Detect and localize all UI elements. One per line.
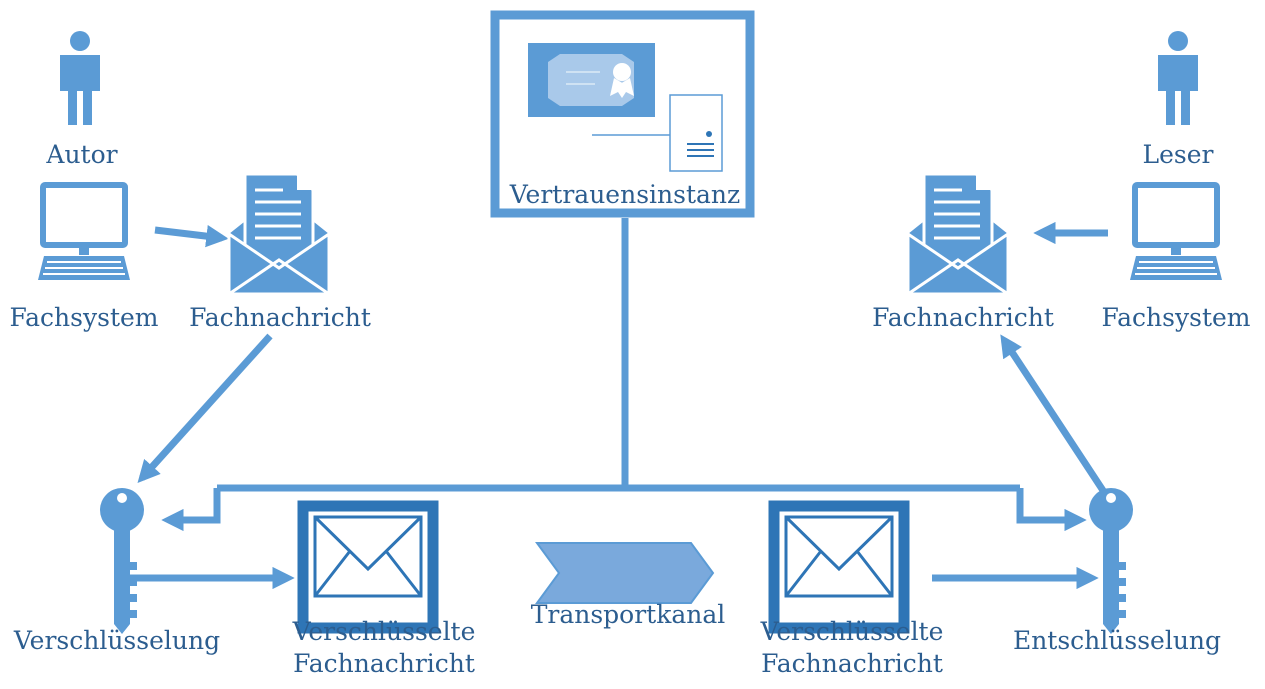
closed-envelope-icon: [303, 506, 433, 628]
certificate-icon: [528, 43, 723, 172]
computer-icon: [1130, 185, 1222, 280]
fachnachricht-right-node: Fachnachricht: [872, 172, 1054, 332]
arrow-to-entschluesselung: [1016, 488, 1087, 532]
encrypted-left-node: Verschlüsselte Fachnachricht: [292, 506, 476, 678]
fachsystem-right-label: Fachsystem: [1102, 303, 1251, 332]
leser-node: Leser: [1143, 31, 1214, 169]
encrypted-right-label-line1: Verschlüsselte: [760, 617, 944, 646]
key-icon: [1089, 488, 1133, 634]
encrypted-right-node: Verschlüsselte Fachnachricht: [760, 506, 944, 678]
transportkanal-node: Transportkanal: [531, 542, 726, 629]
arrow-to-verschluesselung: [161, 488, 221, 532]
verschluesselung-label: Verschlüsselung: [13, 626, 220, 655]
arrow-key-to-fachnachricht: [1000, 334, 1107, 494]
vertrauensinstanz-node: Vertrauensinstanz: [490, 10, 755, 218]
fachnachricht-left-label: Fachnachricht: [189, 303, 371, 332]
computer-icon: [38, 185, 130, 280]
chevron-arrow-icon: [535, 542, 715, 604]
autor-node: Autor: [45, 31, 118, 169]
person-icon: [1158, 31, 1198, 125]
leser-label: Leser: [1143, 140, 1214, 169]
fachnachricht-left-node: Fachnachricht: [189, 172, 371, 332]
entschluesselung-label: Entschlüsselung: [1013, 626, 1221, 655]
fachsystem-left-label: Fachsystem: [10, 303, 159, 332]
person-icon: [60, 31, 100, 125]
encrypted-right-label-line2: Fachnachricht: [761, 649, 943, 678]
encrypted-left-label-line1: Verschlüsselte: [292, 617, 476, 646]
vertrauensinstanz-label: Vertrauensinstanz: [509, 180, 740, 209]
entschluesselung-node: Entschlüsselung: [1013, 488, 1221, 655]
closed-envelope-icon: [774, 506, 904, 628]
open-envelope-document-icon: [906, 172, 1010, 296]
autor-label: Autor: [45, 140, 117, 169]
transportkanal-label: Transportkanal: [531, 600, 726, 629]
encrypted-left-label-line2: Fachnachricht: [293, 649, 475, 678]
key-icon: [100, 488, 144, 634]
fachsystem-left-node: Fachsystem: [10, 185, 159, 332]
fachnachricht-right-label: Fachnachricht: [872, 303, 1054, 332]
fachsystem-right-node: Fachsystem: [1102, 185, 1251, 332]
arrow-fachnachricht-to-key: [137, 333, 273, 483]
connectors: [120, 218, 1108, 590]
arrow-fachsystem-to-fachnachricht: [154, 225, 229, 248]
verschluesselung-node: Verschlüsselung: [13, 488, 220, 655]
open-envelope-document-icon: [227, 172, 331, 296]
